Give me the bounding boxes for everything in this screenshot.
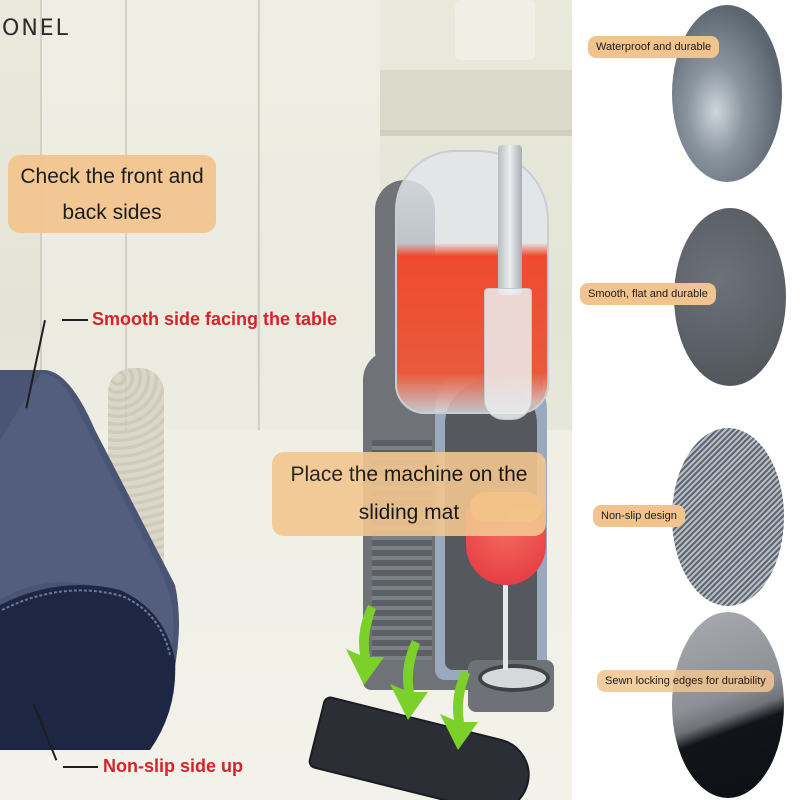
stitched-edge-texture-icon xyxy=(672,612,784,798)
place-machine-label: Place the machine on the sliding mat xyxy=(272,452,546,536)
drip-tray-grate xyxy=(478,664,550,692)
place-machine-line2: sliding mat xyxy=(358,501,460,524)
check-sides-line2: back sides xyxy=(62,201,162,224)
ribbed-texture-icon xyxy=(672,428,784,606)
place-machine-line1: Place the machine on the xyxy=(290,463,528,486)
non-slip-side-callout: Non-slip side up xyxy=(103,756,244,776)
rolled-mat-image xyxy=(0,370,179,750)
down-arrow-icon xyxy=(440,670,478,750)
check-sides-line1: Check the front and xyxy=(20,165,204,188)
down-arrow-icon xyxy=(390,640,428,720)
check-sides-label: Check the front and back sides xyxy=(8,155,216,233)
non-slip-pointer-line xyxy=(63,766,98,768)
dispenser-spout xyxy=(484,288,532,420)
feature-label-smooth: Smooth, flat and durable xyxy=(580,283,716,305)
background-counter-shelf xyxy=(380,70,572,136)
cocktail-glass-stem xyxy=(503,580,508,670)
feature-label-waterproof: Waterproof and durable xyxy=(588,36,720,58)
background-microwave xyxy=(455,0,535,60)
smooth-side-pointer-line xyxy=(62,319,88,321)
dispenser-tap xyxy=(498,145,522,295)
product-scene: ONEL Check the front and back sides Smoo… xyxy=(0,0,572,800)
brand-watermark: ONEL xyxy=(2,16,70,41)
down-arrow-icon xyxy=(346,605,384,685)
water-splash-texture-icon xyxy=(672,5,782,182)
feature-label-non-slip: Non-slip design xyxy=(593,505,685,527)
feature-label-sewn-edges: Sewn locking edges for durability xyxy=(597,670,774,692)
background-cabinet-door xyxy=(258,0,380,440)
smooth-side-callout: Smooth side facing the table xyxy=(92,309,338,329)
